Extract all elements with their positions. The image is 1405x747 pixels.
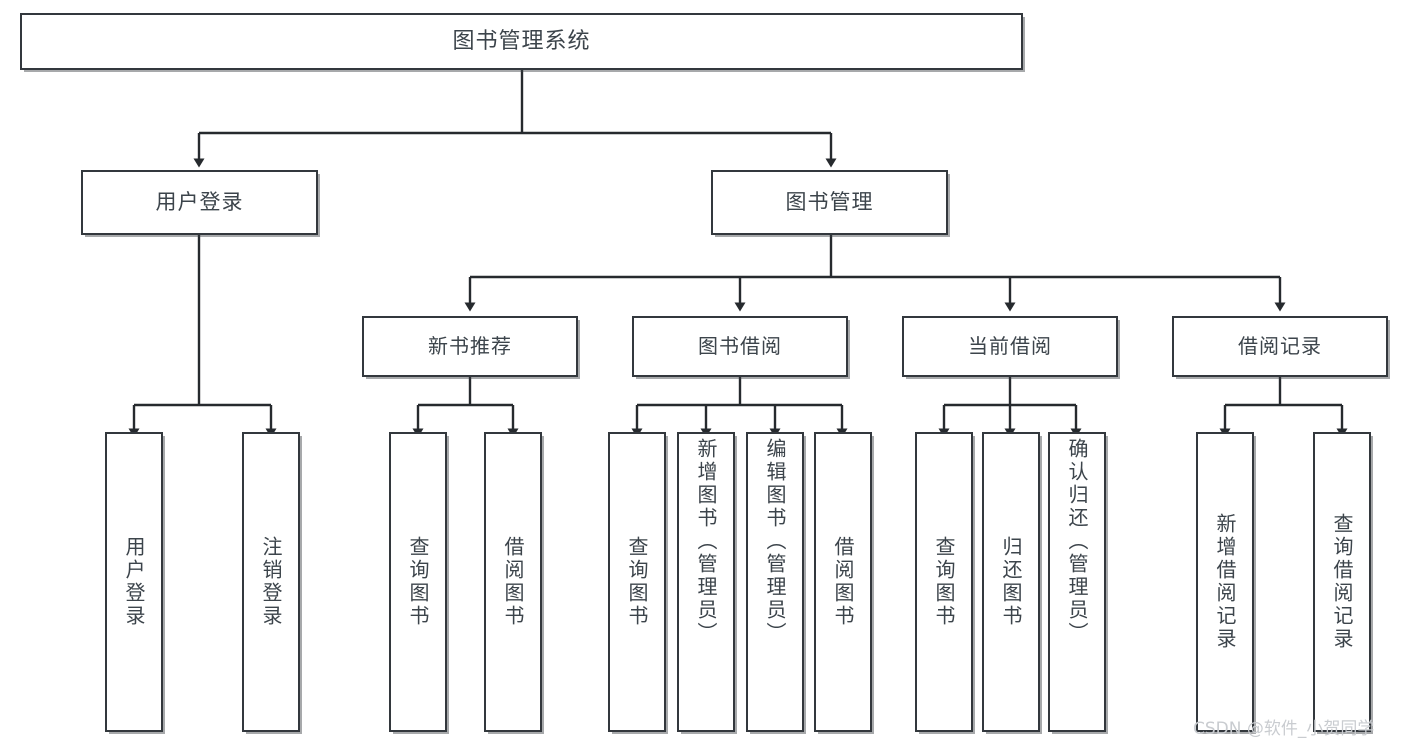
- node-book-manage[interactable]: 图书管理: [711, 170, 948, 235]
- node-leaf-logout[interactable]: 注销登录: [242, 432, 300, 732]
- node-leaf-borrow-book-2[interactable]: 借阅图书: [814, 432, 872, 732]
- node-borrow-record-label: 借阅记录: [1238, 334, 1322, 358]
- node-leaf-user-login-label: 用户登录: [122, 536, 146, 628]
- node-leaf-query-book-1[interactable]: 查询图书: [389, 432, 447, 732]
- node-current-borrow-label: 当前借阅: [968, 334, 1052, 358]
- node-book-borrow[interactable]: 图书借阅: [632, 316, 848, 377]
- node-leaf-logout-label: 注销登录: [259, 536, 283, 628]
- node-leaf-return-book-label: 归还图书: [999, 536, 1023, 628]
- node-borrow-record[interactable]: 借阅记录: [1172, 316, 1388, 377]
- node-root-label: 图书管理系统: [452, 28, 591, 54]
- node-leaf-query-book-2[interactable]: 查询图书: [608, 432, 666, 732]
- csdn-watermark: CSDN @软件_小贺同学: [1193, 719, 1375, 739]
- node-new-book-recommend[interactable]: 新书推荐: [362, 316, 578, 377]
- node-leaf-borrow-book-2-label: 借阅图书: [831, 536, 855, 628]
- node-leaf-add-book[interactable]: 新增图书（管理员）: [677, 432, 735, 732]
- node-leaf-add-book-label: 新增图书（管理员）: [694, 438, 718, 645]
- node-user-login-label: 用户登录: [155, 190, 244, 215]
- node-leaf-query-book-2-label: 查询图书: [625, 536, 649, 628]
- node-leaf-query-record[interactable]: 查询借阅记录: [1313, 432, 1371, 732]
- node-leaf-query-book-1-label: 查询图书: [406, 536, 430, 628]
- node-leaf-borrow-book-1[interactable]: 借阅图书: [484, 432, 542, 732]
- node-leaf-edit-book-label: 编辑图书（管理员）: [763, 438, 787, 645]
- node-root[interactable]: 图书管理系统: [20, 13, 1023, 70]
- node-user-login[interactable]: 用户登录: [81, 170, 318, 235]
- node-leaf-query-book-3-label: 查询图书: [932, 536, 956, 628]
- node-book-borrow-label: 图书借阅: [698, 334, 782, 358]
- node-leaf-edit-book[interactable]: 编辑图书（管理员）: [746, 432, 804, 732]
- node-book-manage-label: 图书管理: [785, 190, 874, 215]
- node-leaf-query-book-3[interactable]: 查询图书: [915, 432, 973, 732]
- node-leaf-add-record-label: 新增借阅记录: [1213, 513, 1237, 651]
- node-new-book-recommend-label: 新书推荐: [428, 334, 512, 358]
- node-leaf-user-login[interactable]: 用户登录: [105, 432, 163, 732]
- node-leaf-confirm-return[interactable]: 确认归还（管理员）: [1048, 432, 1106, 732]
- node-leaf-borrow-book-1-label: 借阅图书: [501, 536, 525, 628]
- node-leaf-add-record[interactable]: 新增借阅记录: [1196, 432, 1254, 732]
- node-leaf-return-book[interactable]: 归还图书: [982, 432, 1040, 732]
- node-leaf-query-record-label: 查询借阅记录: [1330, 513, 1354, 651]
- node-leaf-confirm-return-label: 确认归还（管理员）: [1065, 438, 1089, 645]
- node-current-borrow[interactable]: 当前借阅: [902, 316, 1118, 377]
